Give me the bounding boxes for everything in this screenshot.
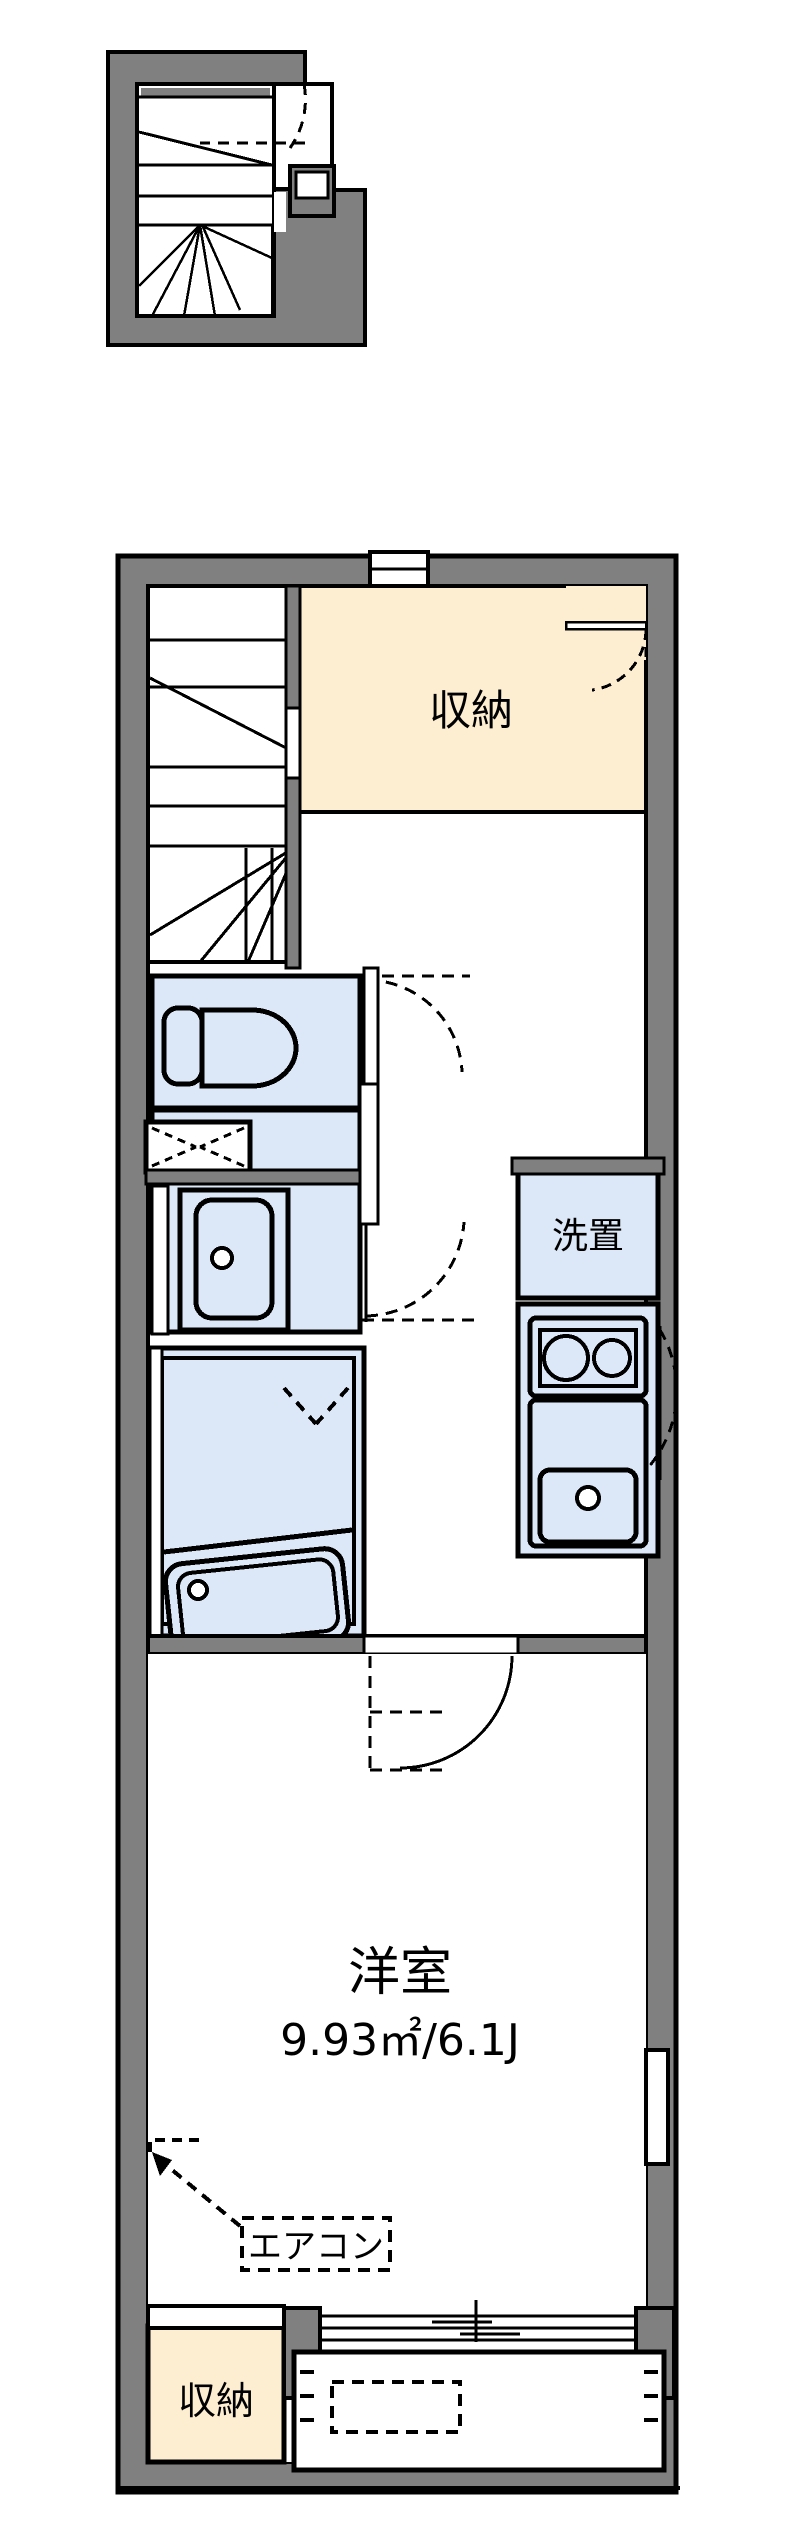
- main-room-entry-opening: [362, 1634, 520, 1656]
- upper-plan-post-inner: [294, 170, 330, 200]
- room-bathroom: [147, 1345, 367, 1658]
- storage-lower-label: 収納: [178, 2379, 254, 2423]
- right-wall-opening: [644, 2048, 670, 2166]
- corridor-wall-a: [362, 966, 380, 1086]
- storage-lower-door: [146, 2304, 286, 2330]
- balcony-dashed-outline: [330, 2380, 462, 2434]
- bathtub-inner: [176, 1557, 340, 1647]
- room-kitchen: [515, 1301, 661, 1559]
- bathtub-edge: [163, 1527, 353, 1555]
- upper-plan-opening: [274, 192, 286, 232]
- top-window: [368, 550, 430, 588]
- toilet-bowl: [199, 1007, 299, 1089]
- toilet-tank: [161, 1005, 205, 1087]
- upper-plan-door-swing: [200, 83, 307, 149]
- bathroom-folding-door: [282, 1386, 350, 1426]
- laundry-top-wall: [510, 1156, 666, 1176]
- kitchen-door-swing: [644, 1326, 679, 1480]
- washroom-divider: [144, 1168, 362, 1186]
- bathtub-drain: [187, 1579, 209, 1601]
- vanity-basin: [193, 1197, 275, 1321]
- kitchen-faucet: [575, 1485, 601, 1511]
- main-stair-treads: [150, 638, 294, 848]
- aircon-leader: [158, 2158, 242, 2228]
- storage-door-swing: [564, 620, 648, 692]
- main-plan: 収納: [115, 550, 680, 2495]
- balcony-slab: [291, 2349, 667, 2473]
- stove-burner-right: [592, 1338, 632, 1378]
- main-room-area: 9.93㎡/6.1J: [280, 2015, 520, 2066]
- washroom-louver: [143, 1119, 253, 1175]
- bathroom-left-wall: [148, 1346, 164, 1638]
- upper-stair-winder-line: [138, 130, 273, 167]
- stove-burner-left: [542, 1334, 590, 1382]
- aircon-label: エアコン: [248, 2227, 384, 2267]
- upper-stair-plan: [106, 50, 367, 347]
- aircon-box: [240, 2216, 392, 2272]
- main-room-door-swing: [368, 1655, 514, 1772]
- storage-upper-label: 収納: [429, 686, 513, 735]
- aircon-arrow: [152, 2152, 172, 2176]
- stair-storage-wall: [284, 584, 302, 970]
- room-storage-lower: 収納: [145, 2304, 287, 2465]
- upper-stair-treads: [139, 95, 272, 227]
- balcony-window: [320, 2300, 636, 2342]
- washroom-door-swing: [362, 1218, 474, 1322]
- room-laundry: 洗置: [510, 1156, 666, 1301]
- room-toilet: [149, 973, 363, 1111]
- main-staircase: [146, 584, 298, 964]
- corridor-wall-b: [358, 1082, 380, 1226]
- upper-plan-interior: [135, 82, 276, 318]
- washroom-left-wall: [150, 1184, 170, 1336]
- room-washroom: [143, 1107, 363, 1336]
- balcony-group: [120, 2300, 680, 2490]
- upper-plan-top-band: [141, 88, 270, 97]
- vanity-faucet: [210, 1246, 234, 1270]
- aircon-wall-mark: [148, 2138, 206, 2152]
- main-room-label: 洋室: [348, 1943, 452, 2003]
- balcony-rail-ticks: [300, 2370, 658, 2422]
- upper-stair-winder-fan: [138, 224, 242, 317]
- laundry-label: 洗置: [552, 1216, 624, 1257]
- main-stair-winder: [149, 676, 295, 754]
- aircon-group: エアコン: [148, 2138, 392, 2272]
